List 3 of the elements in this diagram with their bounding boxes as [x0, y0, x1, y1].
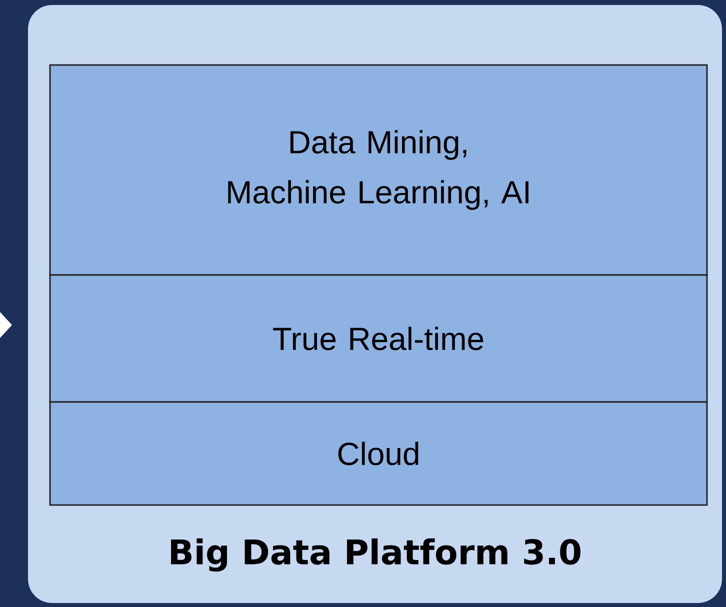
layer-box: Data Mining, Machine Learning, AI — [49, 64, 708, 276]
layer-box: True Real-time — [49, 274, 708, 403]
layer-box: Cloud — [49, 401, 708, 506]
